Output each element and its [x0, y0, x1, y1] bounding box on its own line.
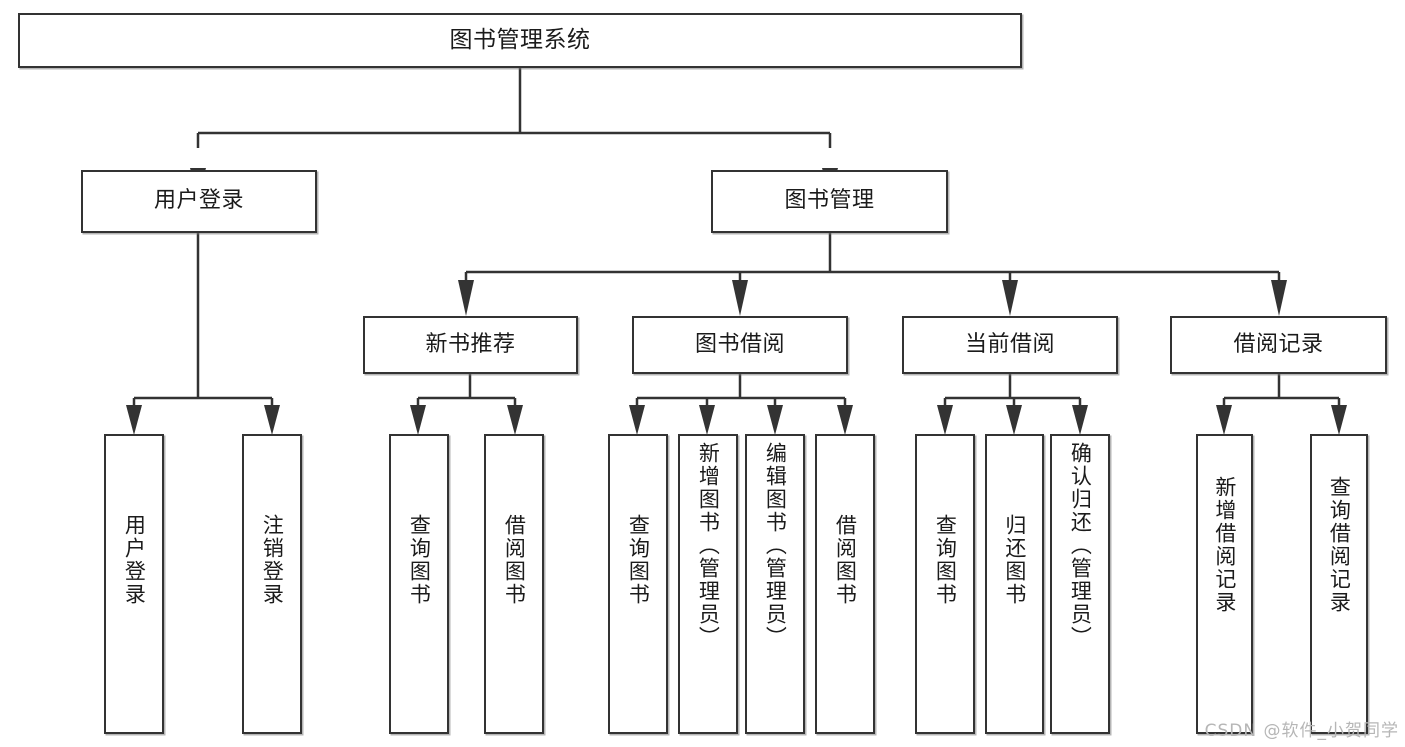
node-label: 编辑图书（管理员）	[763, 442, 788, 649]
node-leaf-borrow-book-1[interactable]: 借阅图书	[484, 434, 544, 734]
node-label: 新增图书（管理员）	[696, 442, 721, 649]
node-label: 图书管理系统	[449, 27, 591, 54]
node-leaf-query-book-2[interactable]: 查询图书	[608, 434, 668, 734]
node-label: 确认归还（管理员）	[1068, 442, 1093, 649]
node-leaf-user-login[interactable]: 用户登录	[104, 434, 164, 734]
node-label: 查询图书	[626, 514, 651, 606]
node-leaf-borrow-book-2[interactable]: 借阅图书	[815, 434, 875, 734]
node-label: 查询借阅记录	[1327, 476, 1352, 614]
node-root-system[interactable]: 图书管理系统	[18, 13, 1022, 68]
node-label: 新增借阅记录	[1212, 476, 1237, 614]
node-label: 当前借阅	[964, 331, 1055, 357]
node-label: 新书推荐	[425, 331, 516, 357]
node-leaf-query-book-3[interactable]: 查询图书	[915, 434, 975, 734]
node-label: 图书借阅	[694, 331, 785, 357]
node-label: 归还图书	[1002, 514, 1027, 606]
node-label: 借阅图书	[833, 514, 858, 606]
node-leaf-logout[interactable]: 注销登录	[242, 434, 302, 734]
node-leaf-confirm-return[interactable]: 确认归还（管理员）	[1050, 434, 1110, 734]
node-borrow-record[interactable]: 借阅记录	[1170, 316, 1387, 374]
csdn-watermark: CSDN @软件_小贺同学	[1204, 721, 1399, 741]
node-label: 查询图书	[933, 514, 958, 606]
node-label: 借阅记录	[1233, 331, 1324, 357]
node-leaf-return-book[interactable]: 归还图书	[985, 434, 1044, 734]
node-leaf-query-record[interactable]: 查询借阅记录	[1310, 434, 1368, 734]
node-label: 用户登录	[122, 514, 147, 606]
node-leaf-add-book[interactable]: 新增图书（管理员）	[678, 434, 738, 734]
node-label: 注销登录	[260, 514, 285, 606]
node-user-login[interactable]: 用户登录	[81, 170, 317, 233]
node-leaf-add-record[interactable]: 新增借阅记录	[1196, 434, 1253, 734]
node-book-manage[interactable]: 图书管理	[711, 170, 948, 233]
node-label: 用户登录	[153, 188, 244, 214]
node-leaf-query-book-1[interactable]: 查询图书	[389, 434, 449, 734]
node-new-book-recommend[interactable]: 新书推荐	[363, 316, 578, 374]
node-book-borrow[interactable]: 图书借阅	[632, 316, 848, 374]
node-label: 查询图书	[407, 514, 432, 606]
node-label: 图书管理	[784, 188, 875, 214]
node-current-borrow[interactable]: 当前借阅	[902, 316, 1118, 374]
node-label: 借阅图书	[502, 514, 527, 606]
node-leaf-edit-book[interactable]: 编辑图书（管理员）	[745, 434, 805, 734]
